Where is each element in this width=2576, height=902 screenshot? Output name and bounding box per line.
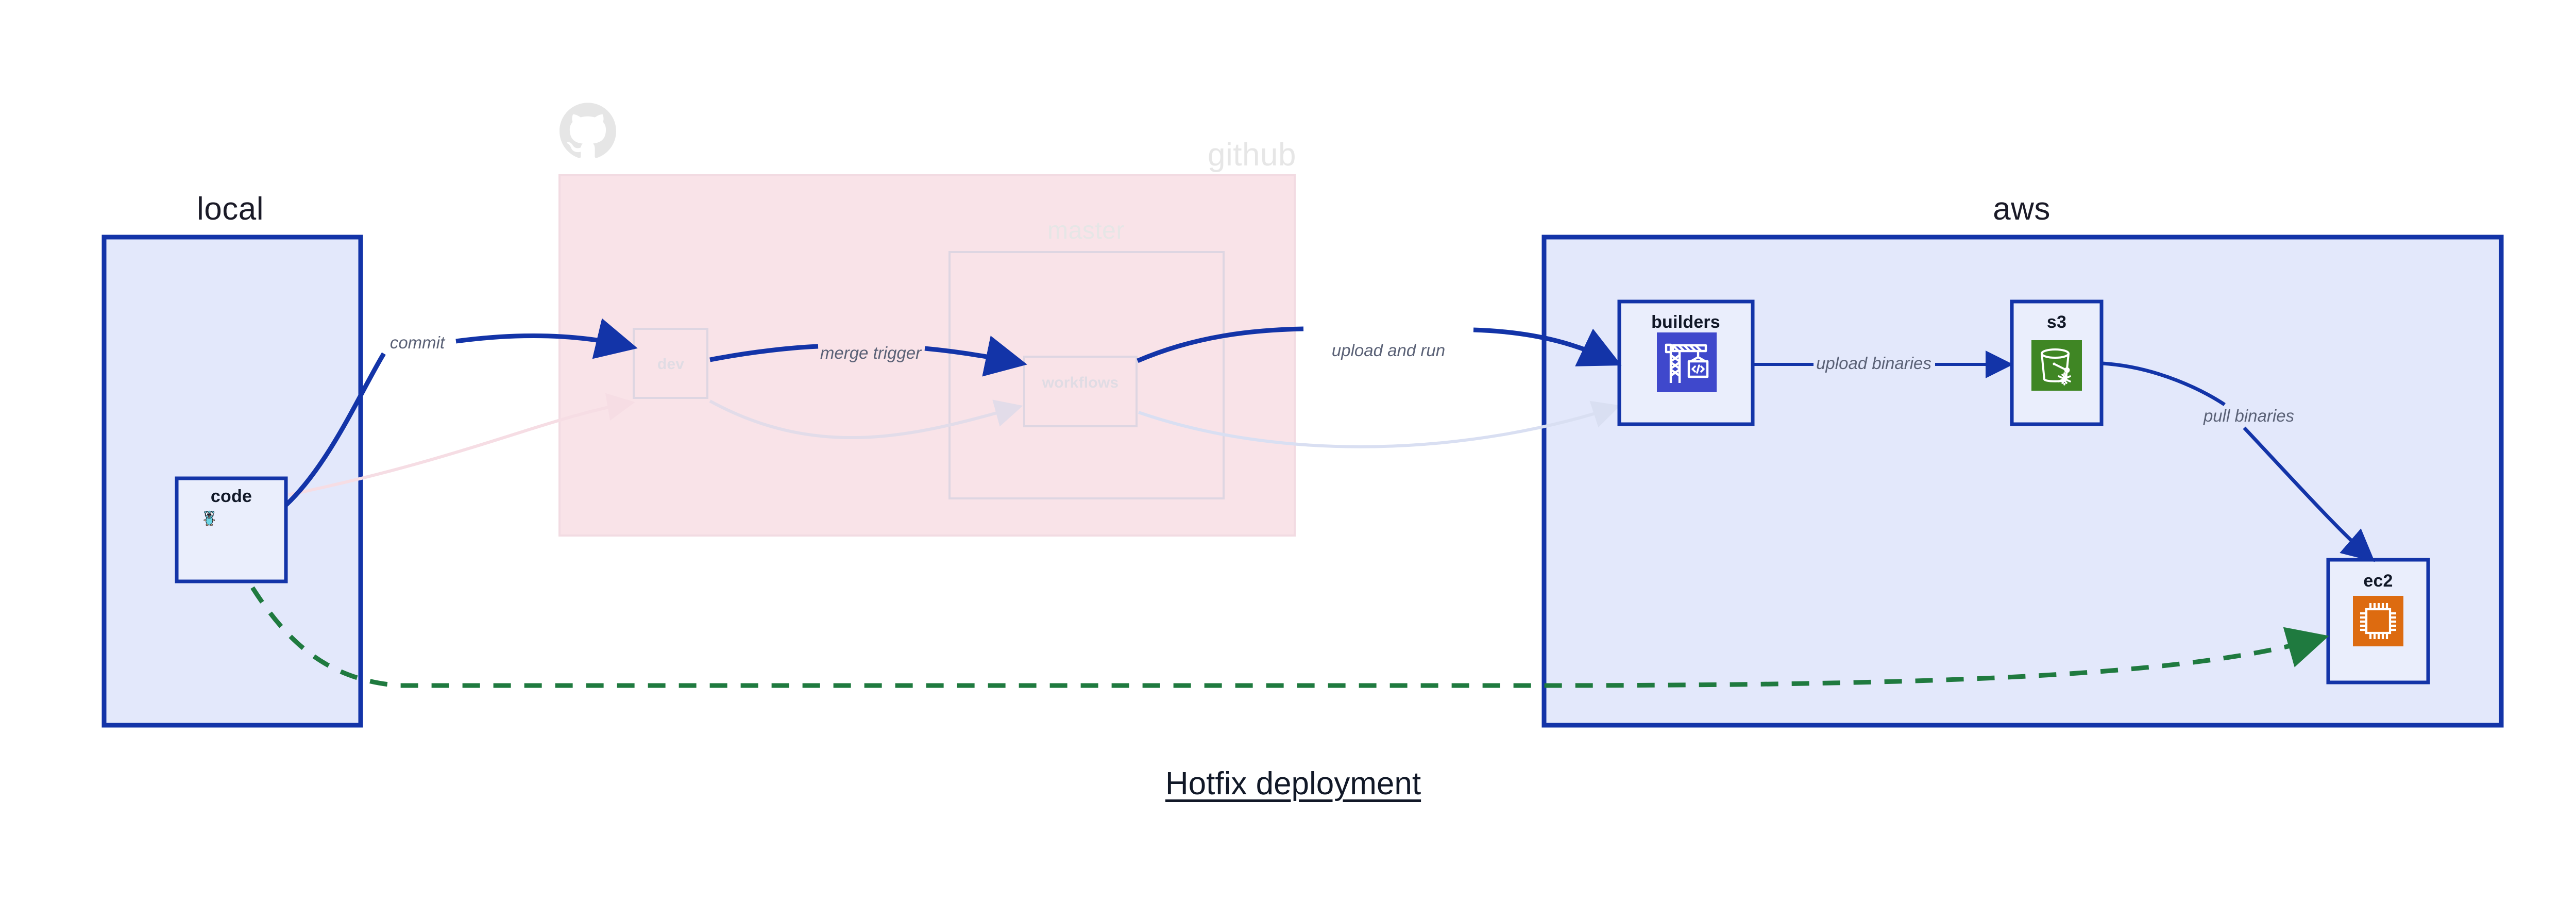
- edge-commit-line-a: [284, 352, 386, 507]
- node-label-workflows: workflows: [1042, 374, 1119, 391]
- diagram-title: Hotfix deployment: [1165, 766, 1421, 801]
- group-label-aws: aws: [1993, 191, 2050, 227]
- edge-label-pull-binaries: pull binaries: [2203, 406, 2295, 425]
- node-label-ec2: ec2: [2363, 571, 2393, 591]
- edge-label-upload-and-run: upload and run: [1331, 341, 1446, 360]
- s3-bucket-glacier-icon: [2031, 340, 2082, 391]
- edge-commit-line-b: [455, 318, 638, 359]
- node-rect-dev[interactable]: [633, 328, 708, 399]
- edge-pull-binaries-line-a: [2102, 361, 2226, 406]
- node-rect-workflows[interactable]: [1023, 356, 1138, 427]
- node-label-s3: s3: [2046, 312, 2067, 332]
- edge-upload-and-run-line-b: [1473, 327, 1622, 366]
- edge-faded-code-to-dev: [288, 393, 635, 496]
- group-label-local: local: [196, 191, 264, 227]
- edge-faded-workflows-to-builders: [1138, 400, 1621, 448]
- edge-merge-trigger-line-a: [709, 344, 819, 362]
- edge-label-commit: commit: [389, 333, 445, 352]
- edge-hotfix-direct-dashed: [250, 586, 2329, 688]
- go-gopher-icon: [204, 510, 215, 526]
- node-label-builders: builders: [1651, 312, 1720, 332]
- node-rect-code[interactable]: [175, 476, 288, 583]
- edge-upload-and-run-line-a: [1137, 326, 1304, 363]
- edge-merge-trigger-line-b: [924, 336, 1027, 377]
- edge-label-merge-trigger: merge trigger: [820, 343, 922, 362]
- group-label-master: master: [1047, 217, 1125, 244]
- node-label-dev: dev: [657, 356, 685, 373]
- edge-faded-dev-to-workflows: [709, 399, 1023, 440]
- ec2-cpu-chip-icon: [2353, 596, 2403, 646]
- edge-pull-binaries-line-b: [2243, 426, 2375, 562]
- github-octocat-icon: [560, 103, 616, 158]
- codebuild-crane-icon: [1657, 332, 1717, 392]
- node-label-code: code: [210, 487, 252, 506]
- edge-label-upload-binaries: upload binaries: [1816, 354, 1931, 373]
- group-label-github: github: [1208, 137, 1296, 173]
